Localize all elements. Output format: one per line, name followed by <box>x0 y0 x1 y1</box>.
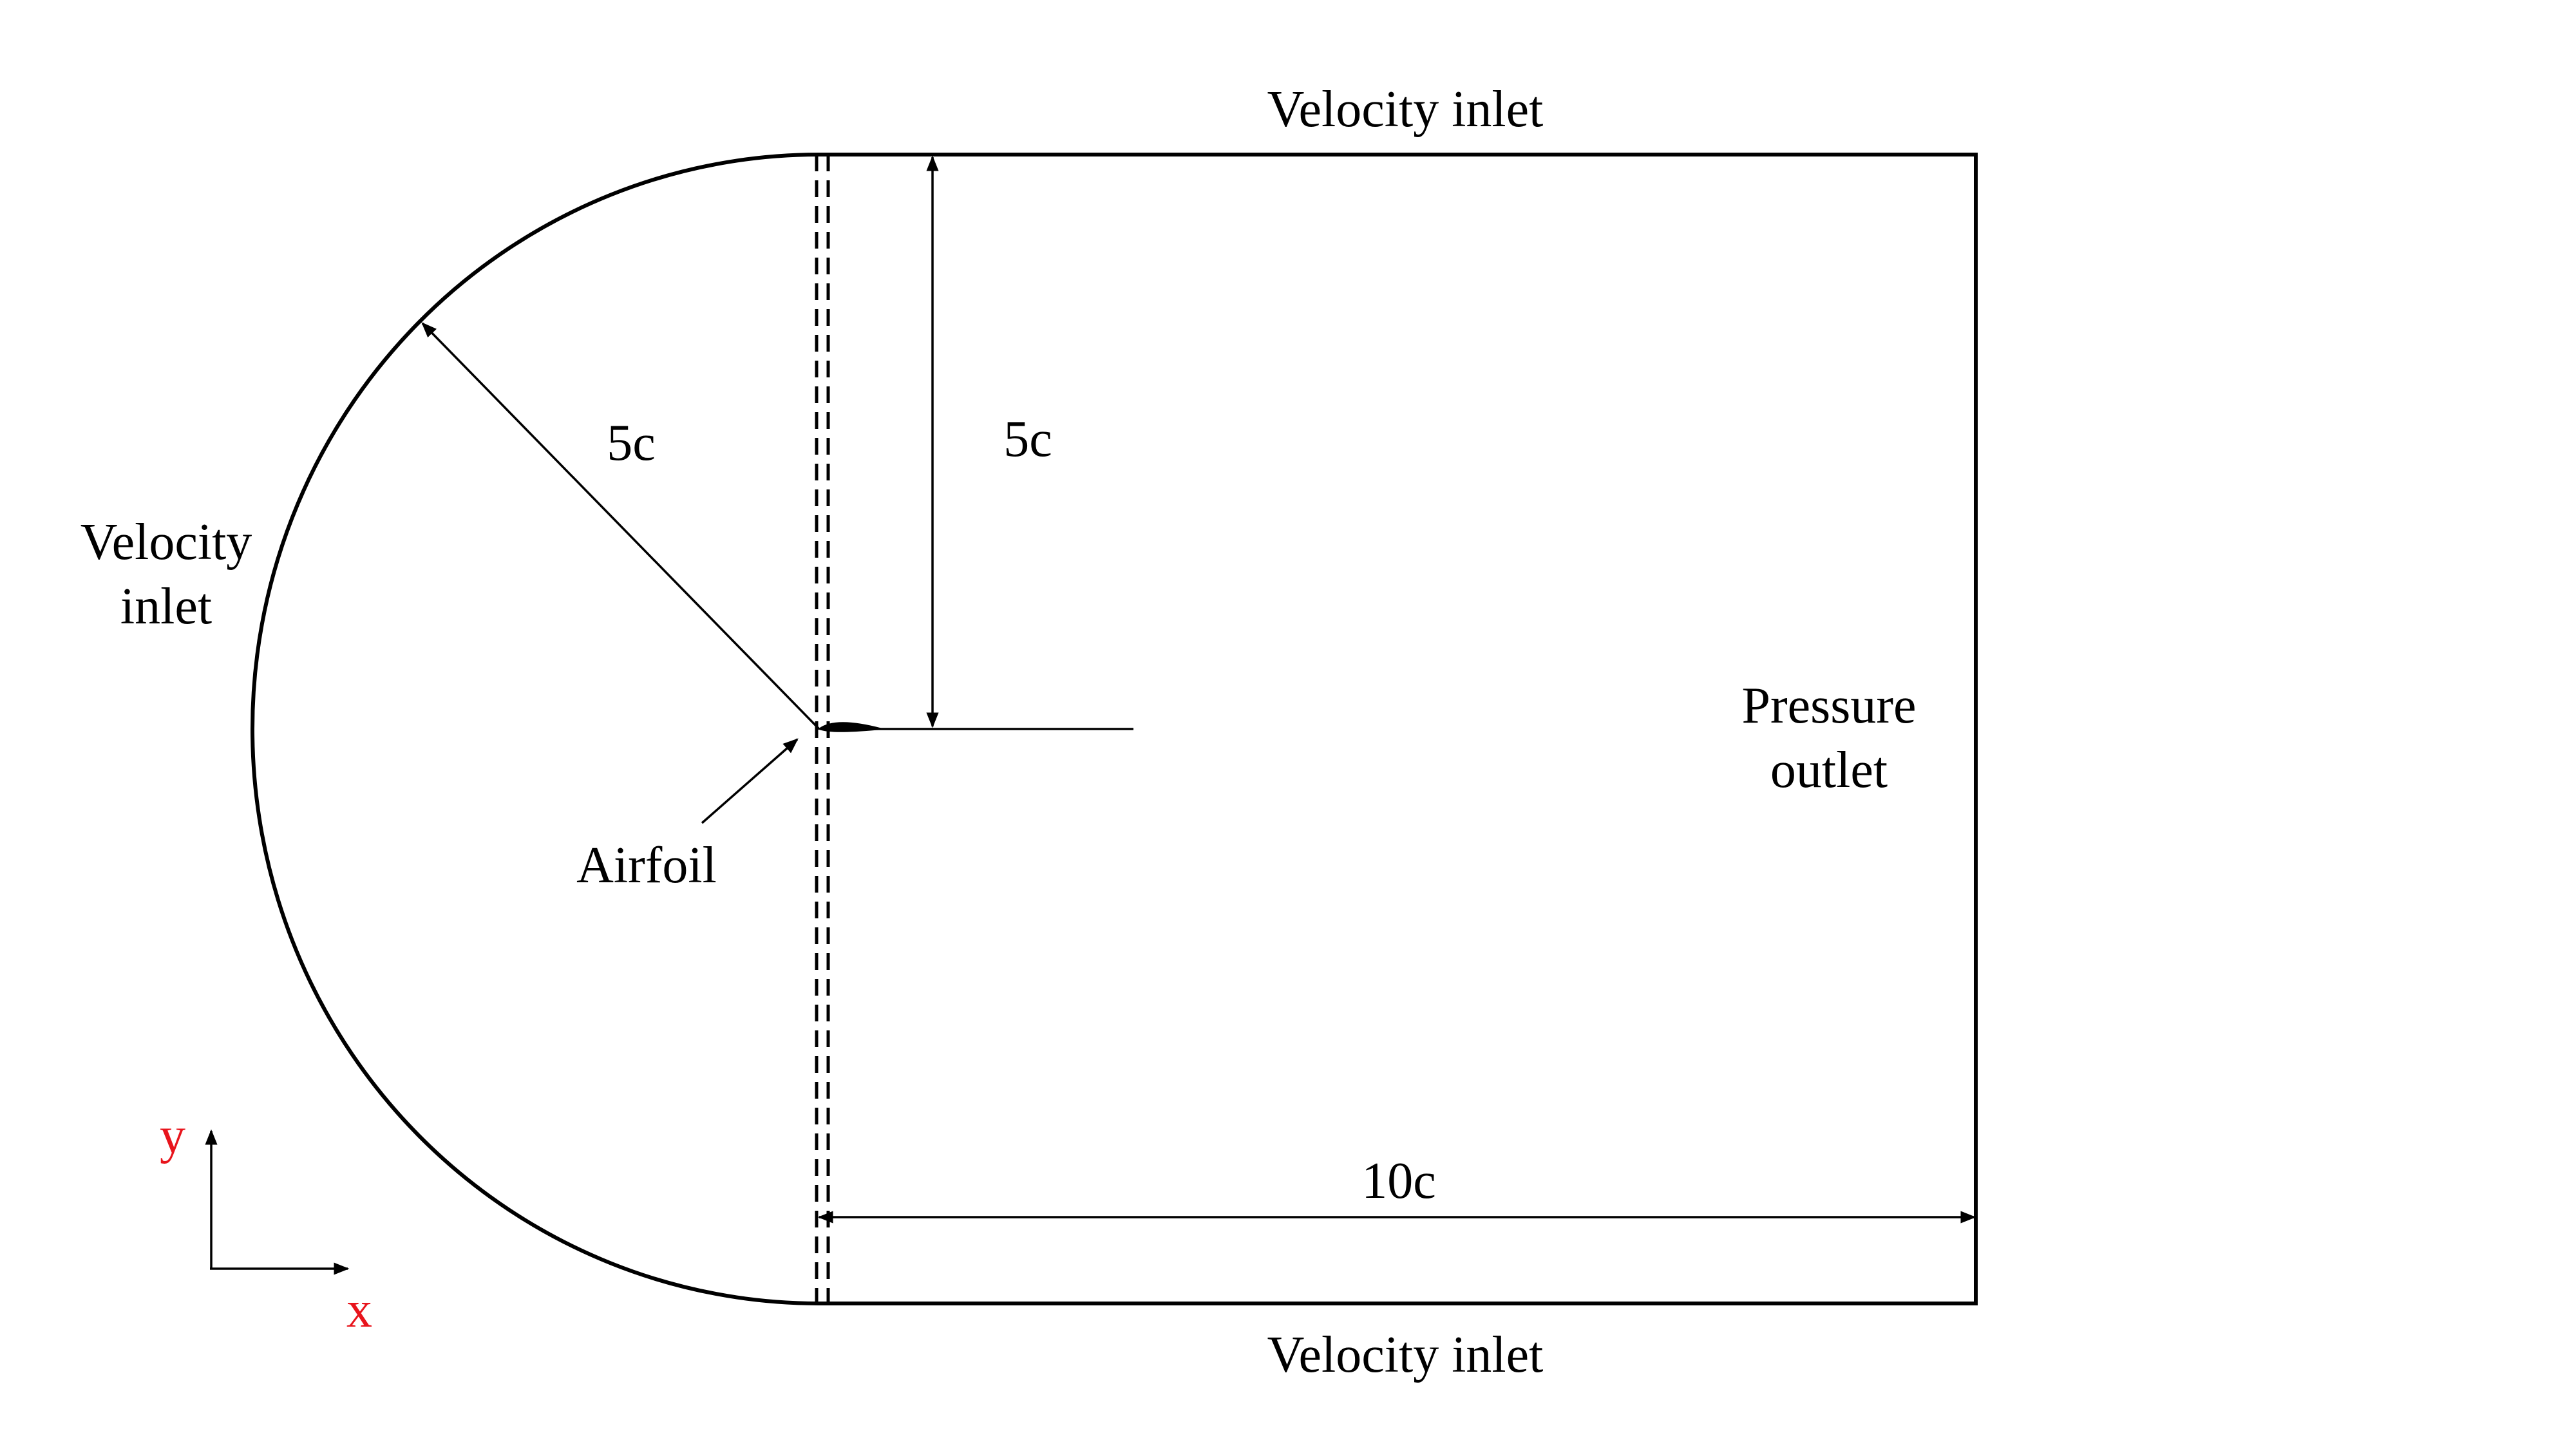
y-axis-label: y <box>160 1108 185 1164</box>
bottom-boundary-label: Velocity inlet <box>1267 1327 1544 1383</box>
right-boundary-label-line2: outlet <box>1770 742 1888 799</box>
right-boundary-label-line1: Pressure <box>1741 677 1916 734</box>
top-boundary-label: Velocity inlet <box>1267 81 1544 138</box>
length-dimension-label: 10c <box>1361 1153 1436 1209</box>
left-boundary-label-line2: inlet <box>120 578 212 635</box>
rectangle-boundary <box>819 153 1978 1305</box>
airfoil-shape <box>817 722 883 732</box>
semicircle-boundary <box>251 153 820 1305</box>
x-axis-label: x <box>346 1282 372 1338</box>
height-dimension-label: 5c <box>1003 411 1052 468</box>
left-boundary-label-line1: Velocity <box>80 514 252 571</box>
radius-dimension-label: 5c <box>607 415 656 471</box>
radius-dimension-arrow <box>421 322 820 730</box>
airfoil-pointer-arrow <box>701 738 799 824</box>
airfoil-label: Airfoil <box>576 837 717 894</box>
